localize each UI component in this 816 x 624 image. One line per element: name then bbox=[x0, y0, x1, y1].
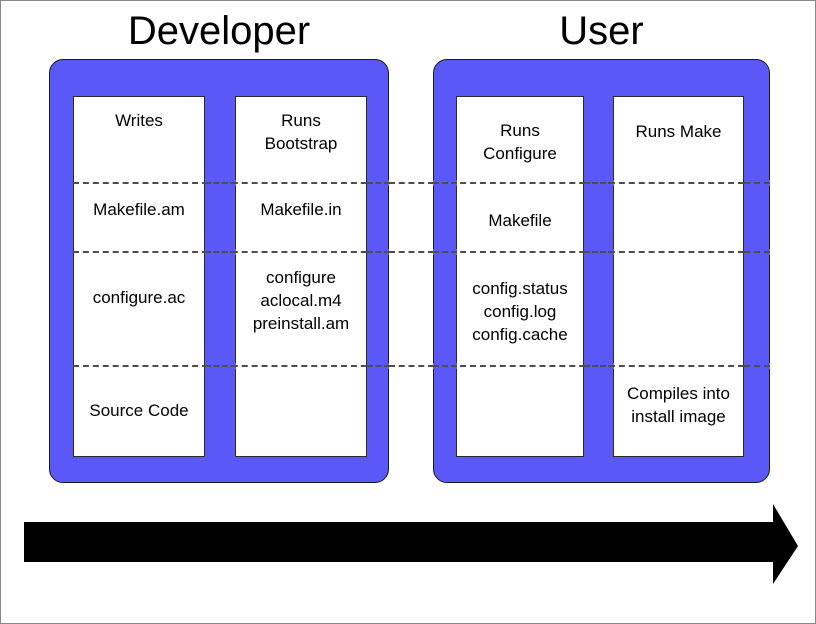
separator-dash-segment bbox=[433, 251, 457, 253]
cell-developer-writes-build: Source Code bbox=[89, 401, 189, 420]
group-title-developer: Developer bbox=[127, 9, 311, 53]
cell-developer-bootstrap-makefile: Makefile.in bbox=[260, 200, 342, 219]
cell-user-configure-makefile: Makefile bbox=[488, 211, 552, 230]
separator-dash-segment bbox=[367, 182, 390, 184]
column-user-make bbox=[613, 96, 744, 457]
column-developer-writes bbox=[73, 96, 205, 457]
cell-developer-writes-makefile: Makefile.am bbox=[93, 200, 185, 219]
separator-dash-segment bbox=[205, 251, 236, 253]
separator-dash-segment bbox=[205, 182, 236, 184]
cell-developer-bootstrap-configure: configure aclocal.m4 preinstall.am bbox=[252, 268, 350, 333]
left-to-right-flow-arrow-icon bbox=[24, 504, 798, 584]
column-developer-bootstrap bbox=[235, 96, 367, 457]
separator-dash-segment bbox=[389, 365, 434, 367]
separator-dash-segment bbox=[584, 251, 614, 253]
separator-dash-segment bbox=[433, 182, 457, 184]
separator-dash-segment bbox=[584, 365, 614, 367]
separator-dash-segment bbox=[389, 251, 434, 253]
separator-dash-segment bbox=[744, 365, 770, 367]
group-title-user: User bbox=[559, 9, 644, 53]
cell-user-make-build: Compiles into install image bbox=[627, 384, 730, 426]
separator-dash-segment bbox=[433, 365, 457, 367]
separator-dash-segment bbox=[367, 365, 390, 367]
cell-developer-writes-configure: configure.ac bbox=[92, 288, 186, 307]
cell-user-configure-configure: config.status config.log config.cache bbox=[472, 279, 568, 344]
separator-dash-segment bbox=[744, 182, 770, 184]
separator-dash-segment bbox=[584, 182, 614, 184]
cell-developer-bootstrap-action: Runs Bootstrap bbox=[264, 111, 338, 153]
separator-dash-segment bbox=[389, 182, 434, 184]
cell-user-configure-action: Runs Configure bbox=[483, 121, 557, 163]
separator-dash-segment bbox=[205, 365, 236, 367]
cell-developer-writes-action: Writes bbox=[115, 111, 163, 130]
separator-dash-segment bbox=[744, 251, 770, 253]
cell-user-make-action: Runs Make bbox=[635, 122, 722, 141]
separator-dash-segment bbox=[367, 251, 390, 253]
column-user-configure bbox=[456, 96, 584, 457]
